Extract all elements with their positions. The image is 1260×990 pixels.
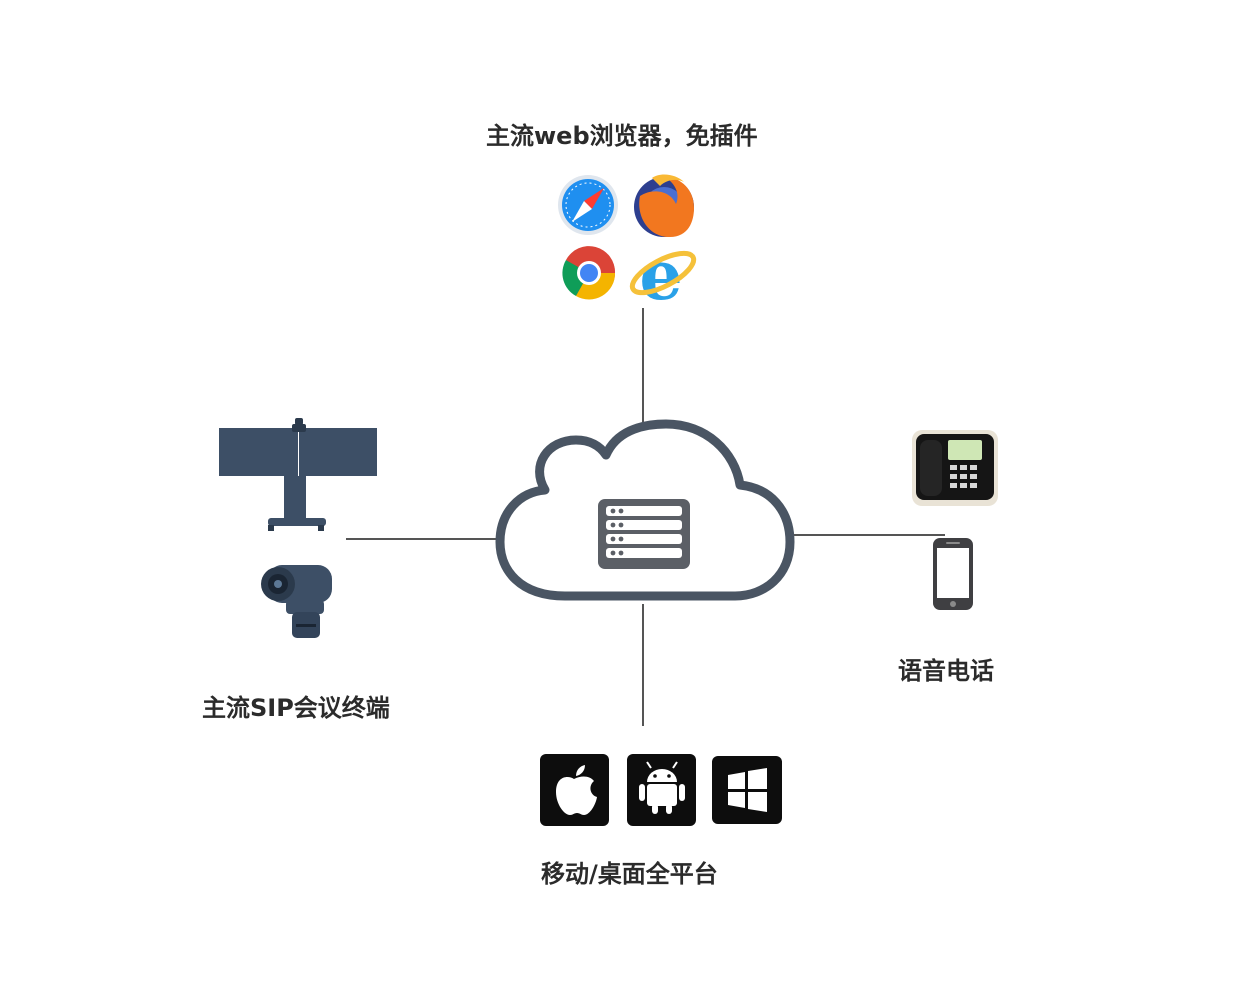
apple-icon bbox=[540, 754, 609, 826]
ie-icon: e bbox=[629, 236, 697, 316]
sip-terminals-label: 主流SIP会议终端 bbox=[202, 694, 390, 722]
sip-terminal-icons bbox=[219, 418, 377, 638]
mobile-phone-icon bbox=[933, 538, 973, 610]
firefox-icon bbox=[634, 174, 694, 238]
platforms-label: 移动/桌面全平台 bbox=[541, 860, 718, 888]
ptz-camera-icon bbox=[261, 565, 332, 638]
video-conference-terminal-icon bbox=[219, 418, 377, 531]
voice-phone-label: 语音电话 bbox=[898, 657, 994, 685]
chrome-icon bbox=[562, 246, 616, 300]
platform-icons bbox=[540, 754, 782, 826]
windows-icon bbox=[712, 756, 782, 824]
desk-phone-icon bbox=[912, 430, 998, 506]
browsers-label: 主流web浏览器，免插件 bbox=[486, 122, 758, 150]
svg-text:e: e bbox=[639, 236, 682, 316]
android-icon bbox=[627, 754, 696, 826]
connector-lines bbox=[346, 308, 945, 726]
safari-icon bbox=[558, 175, 618, 235]
phone-icons bbox=[912, 430, 998, 610]
cloud-server-icon bbox=[495, 419, 795, 601]
server-icon bbox=[598, 499, 690, 569]
browser-icons: e bbox=[558, 174, 697, 316]
